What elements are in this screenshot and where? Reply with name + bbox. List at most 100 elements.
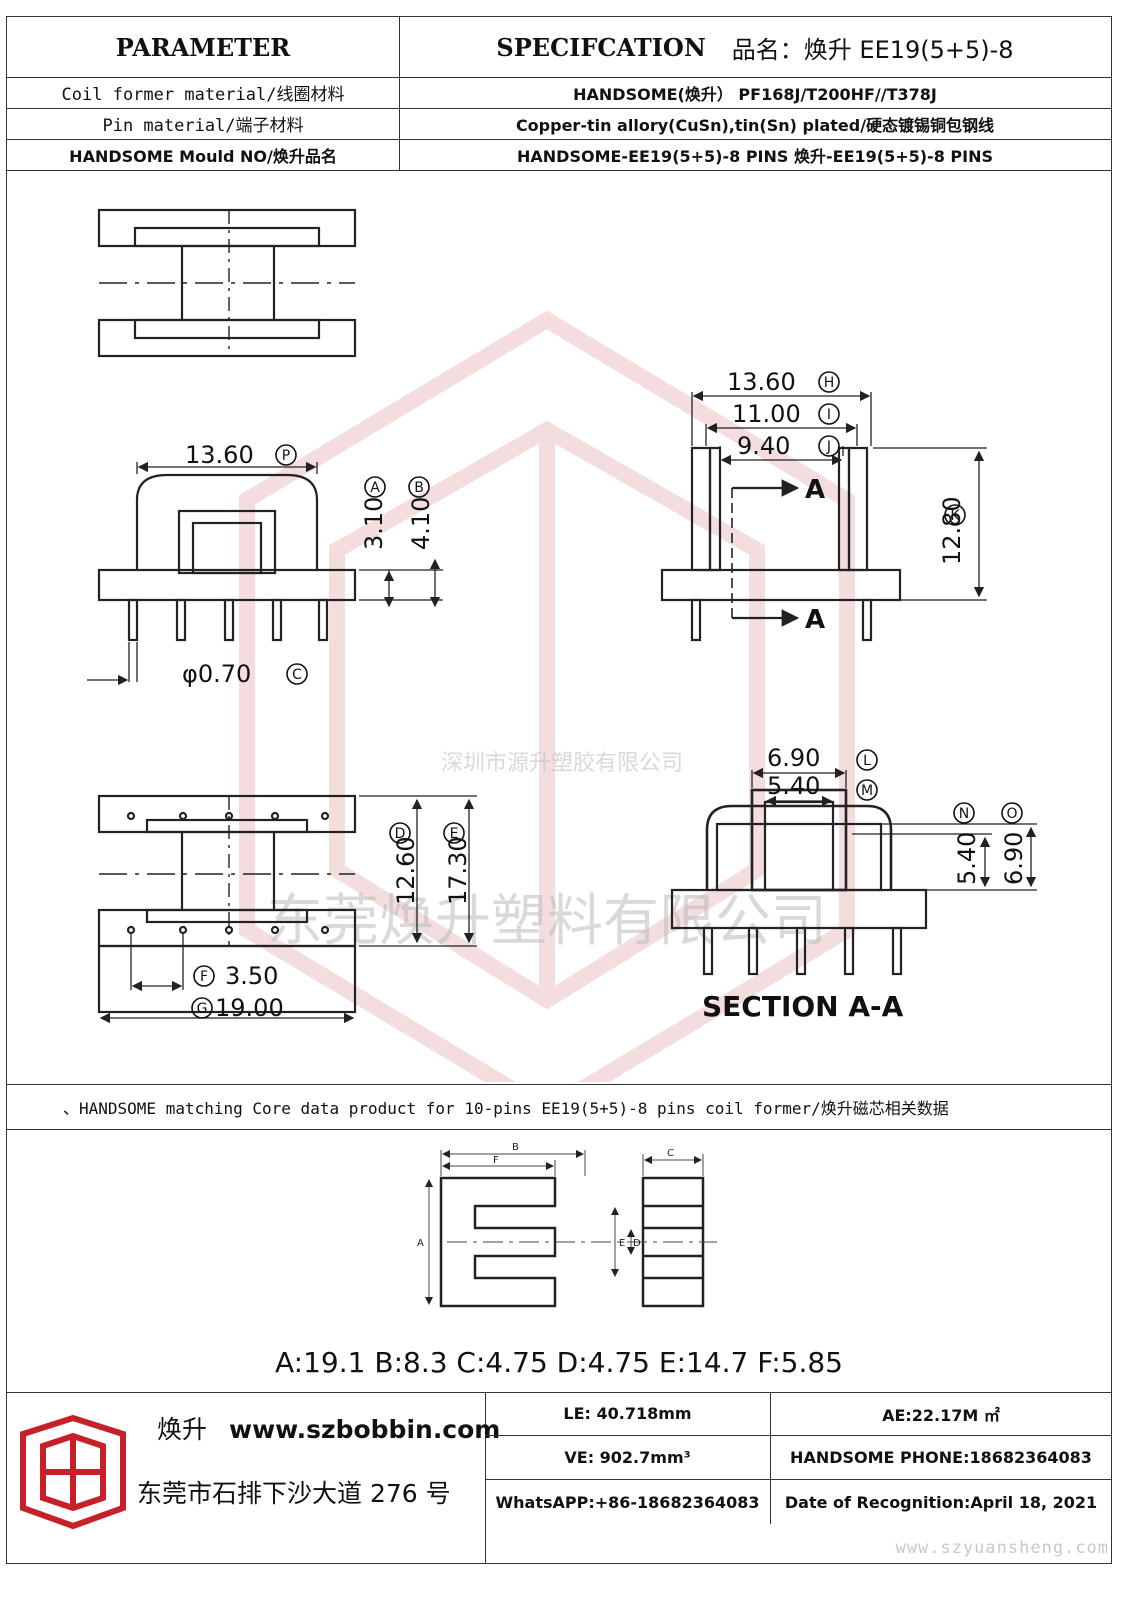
param-value: HANDSOME-EE19(5+5)-8 PINS 焕升-EE19(5+5)-8… xyxy=(517,146,993,166)
circle-J: J xyxy=(818,435,840,457)
param-value: HANDSOME(焕升） PF168J/T200HF//T378J xyxy=(573,84,937,104)
dim-H-value: 13.60 xyxy=(727,368,796,396)
core-drawing: B F C A E D xyxy=(417,1142,717,1308)
circle-N: N xyxy=(953,802,975,824)
company-address: 东莞市石排下沙大道 276 号 xyxy=(137,1479,451,1508)
circle-D: D xyxy=(389,822,411,844)
phone-number: HANDSOME PHONE:18682364083 xyxy=(771,1436,1111,1480)
circle-E: E xyxy=(443,822,465,844)
website-link[interactable]: www.szbobbin.com xyxy=(228,1415,501,1444)
dim-L-value: 6.90 xyxy=(767,744,820,772)
watermark-shenzhen: 深圳市源升塑胶有限公司 xyxy=(441,751,683,776)
brand-name: 焕升 xyxy=(157,1415,208,1444)
core-data-caption: 、HANDSOME matching Core data product for… xyxy=(7,1084,1111,1130)
svg-text:D: D xyxy=(395,826,406,842)
circle-L: L xyxy=(856,749,878,771)
circle-K: K xyxy=(944,504,966,526)
dim-B-value: 4.10 xyxy=(407,497,435,550)
circle-F: F xyxy=(193,965,215,987)
section-marker-bottom: A xyxy=(805,605,825,635)
svg-text:L: L xyxy=(863,753,871,769)
top-view xyxy=(97,208,357,358)
company-block: 焕升 www.szbobbin.com 东莞市石排下沙大道 276 号 xyxy=(7,1392,500,1563)
background-logo-watermark xyxy=(239,310,855,1120)
dim-J-value: 9.40 xyxy=(737,432,790,460)
core-drawing-area: B F C A E D A:19.1 B:8.3 C:4.75 D:4.75 E… xyxy=(7,1130,1111,1393)
dim-I-value: 11.00 xyxy=(732,400,801,428)
bottom-view xyxy=(97,794,477,1024)
ae-value: AE:22.17M ㎡ xyxy=(771,1392,1111,1436)
param-label: Pin material/端子材料 xyxy=(7,108,400,139)
drawing-canvas: 深圳市源升塑胶有限公司 东莞焕升塑料有限公司 xyxy=(87,208,1037,1120)
svg-text:F: F xyxy=(200,969,208,985)
param-row-mould-no: HANDSOME Mould NO/焕升品名 HANDSOME-EE19(5+5… xyxy=(7,139,1111,171)
spec-sheet: PARAMETER SPECIFCATION 品名：焕升 EE19(5+5)-8… xyxy=(6,16,1112,1564)
param-value: Copper-tin allory(CuSn),tin(Sn) plated/硬… xyxy=(515,115,995,135)
svg-text:G: G xyxy=(197,1001,208,1017)
circle-A: A xyxy=(364,476,386,498)
dim-E-value: 17.30 xyxy=(444,836,472,905)
circle-H: H xyxy=(818,371,840,393)
dim-G-value: 19.00 xyxy=(215,994,284,1022)
svg-text:K: K xyxy=(950,508,960,524)
dim-K-value: 12.80 xyxy=(938,496,966,565)
circle-O: O xyxy=(1001,802,1023,824)
dim-D-value: 12.60 xyxy=(392,836,420,905)
brand-line: 焕升 www.szbobbin.com xyxy=(157,1410,500,1446)
watermark-dongguan: 东莞焕升塑料有限公司 xyxy=(267,889,827,954)
ve-value: VE: 902.7mm³ xyxy=(485,1436,771,1480)
svg-text:P: P xyxy=(282,448,290,464)
core-label-D: D xyxy=(633,1238,641,1249)
core-label-C: C xyxy=(667,1148,674,1159)
param-row-pin-material: Pin material/端子材料 Copper-tin allory(CuSn… xyxy=(7,108,1111,140)
svg-text:E: E xyxy=(450,826,459,842)
dim-A-value: 3.10 xyxy=(360,497,388,550)
dim-C-value: φ0.70 xyxy=(182,660,251,688)
dim-F-value: 3.50 xyxy=(225,962,278,990)
circle-C: C xyxy=(286,663,308,685)
core-dimensions: A:19.1 B:8.3 C:4.75 D:4.75 E:14.7 F:5.85 xyxy=(275,1346,843,1379)
dim-P-value: 13.60 xyxy=(185,441,254,469)
le-value: LE: 40.718mm xyxy=(485,1392,771,1436)
dim-M-value: 5.40 xyxy=(767,772,820,800)
section-title: SECTION A-A xyxy=(702,990,904,1023)
param-label: Coil former material/线圈材料 xyxy=(7,77,400,108)
recognition-date: Date of Recognition:April 18, 2021 xyxy=(784,1492,1098,1512)
core-dim-lines xyxy=(425,1150,717,1305)
svg-text:N: N xyxy=(959,806,969,822)
spec-label: SPECIFCATION xyxy=(496,32,706,62)
svg-text:H: H xyxy=(824,375,835,391)
dim-O-value: 6.90 xyxy=(1000,832,1028,885)
site-watermark: www.szyuansheng.com xyxy=(895,1538,1109,1558)
param-label: HANDSOME Mould NO/焕升品名 xyxy=(7,139,400,170)
svg-text:I: I xyxy=(827,407,831,423)
svg-text:J: J xyxy=(826,439,831,455)
product-name: 品名：焕升 EE19(5+5)-8 xyxy=(731,35,1014,64)
header-row: PARAMETER SPECIFCATION 品名：焕升 EE19(5+5)-8 xyxy=(7,17,1111,78)
param-row-coil-material: Coil former material/线圈材料 HANDSOME(焕升） P… xyxy=(7,77,1111,109)
parameter-heading: PARAMETER xyxy=(7,17,400,77)
company-logo-icon xyxy=(20,1414,126,1530)
core-label-F: F xyxy=(493,1155,499,1166)
whatsapp-number: WhatsAPP:+86-18682364083 xyxy=(485,1480,771,1524)
circle-G: G xyxy=(191,997,213,1019)
section-marker-top: A xyxy=(805,475,825,505)
circle-M: M xyxy=(856,779,878,801)
footer: 焕升 www.szbobbin.com 东莞市石排下沙大道 276 号 LE: … xyxy=(7,1392,1111,1563)
dim-N-value: 5.40 xyxy=(953,832,981,885)
svg-text:O: O xyxy=(1006,806,1017,822)
svg-text:B: B xyxy=(414,480,424,496)
technical-drawing: 深圳市源升塑胶有限公司 东莞焕升塑料有限公司 xyxy=(7,170,1111,1120)
core-label-E: E xyxy=(619,1238,625,1249)
specification-heading: SPECIFCATION 品名：焕升 EE19(5+5)-8 xyxy=(399,17,1111,77)
svg-text:A: A xyxy=(370,480,380,496)
side-view xyxy=(660,390,987,642)
core-label-A: A xyxy=(417,1238,424,1249)
circle-B: B xyxy=(408,476,430,498)
e-core-front xyxy=(439,1176,557,1308)
core-label-B: B xyxy=(512,1142,519,1153)
front-view xyxy=(87,461,443,686)
svg-text:C: C xyxy=(292,667,302,683)
circle-P: P xyxy=(275,444,297,466)
circle-I: I xyxy=(818,403,840,425)
